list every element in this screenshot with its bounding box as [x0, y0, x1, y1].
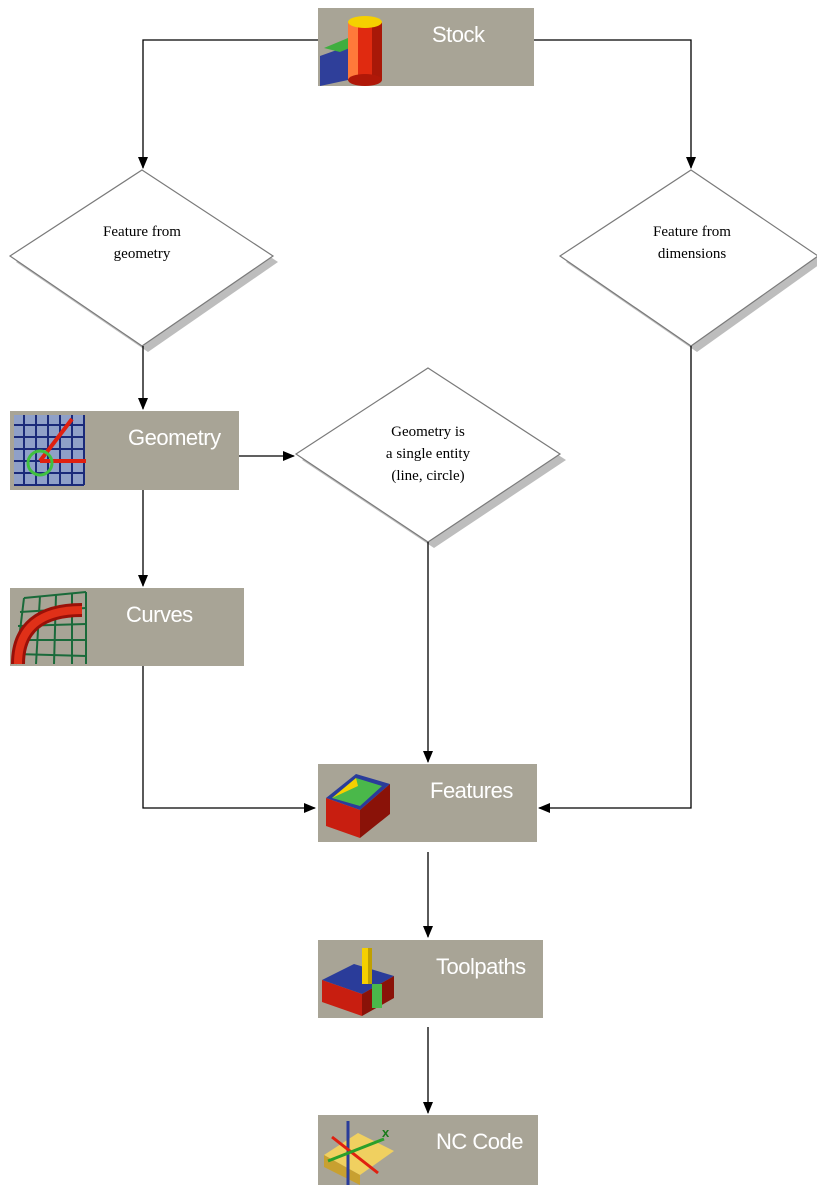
decision-label-feature-from-dimensions: Feature from dimensions: [653, 224, 731, 262]
geometry-grid-icon: [14, 415, 86, 486]
features-node[interactable]: Features: [318, 764, 537, 842]
toolpaths-label: Toolpaths: [436, 954, 526, 979]
curves-surface-icon: [11, 591, 87, 665]
decision-label-feature-from-geometry: Feature from geometry: [103, 224, 181, 262]
curves-label: Curves: [126, 602, 193, 627]
decision-label-geometry-single-entity: Geometry is a single entity (line, circl…: [385, 424, 471, 484]
curves-node[interactable]: Curves: [10, 588, 244, 666]
decision-feature-from-geometry: [8, 169, 275, 347]
connector-curves-to-features: [142, 666, 316, 813]
geometry-label: Geometry: [128, 425, 221, 450]
stock-label: Stock: [432, 22, 485, 47]
geometry-node[interactable]: Geometry: [10, 411, 239, 490]
nc-code-node[interactable]: x NC Code: [318, 1115, 538, 1185]
features-label: Features: [430, 778, 513, 803]
connector-stock-to-dimensions-decision: [534, 39, 696, 169]
connector-dimensions-decision-to-features: [538, 346, 692, 813]
nc-code-axes-icon: x: [324, 1121, 394, 1185]
connectors: [138, 39, 696, 1114]
stock-node[interactable]: Stock: [318, 8, 534, 86]
connector-stock-to-geometry-decision: [138, 39, 318, 169]
toolpaths-tool-icon: [322, 948, 394, 1016]
nc-code-label: NC Code: [436, 1129, 523, 1154]
toolpaths-node[interactable]: Toolpaths: [318, 940, 543, 1018]
svg-text:x: x: [382, 1125, 390, 1140]
features-pocket-icon: [326, 774, 390, 838]
stock-cylinder-icon: [320, 16, 382, 86]
